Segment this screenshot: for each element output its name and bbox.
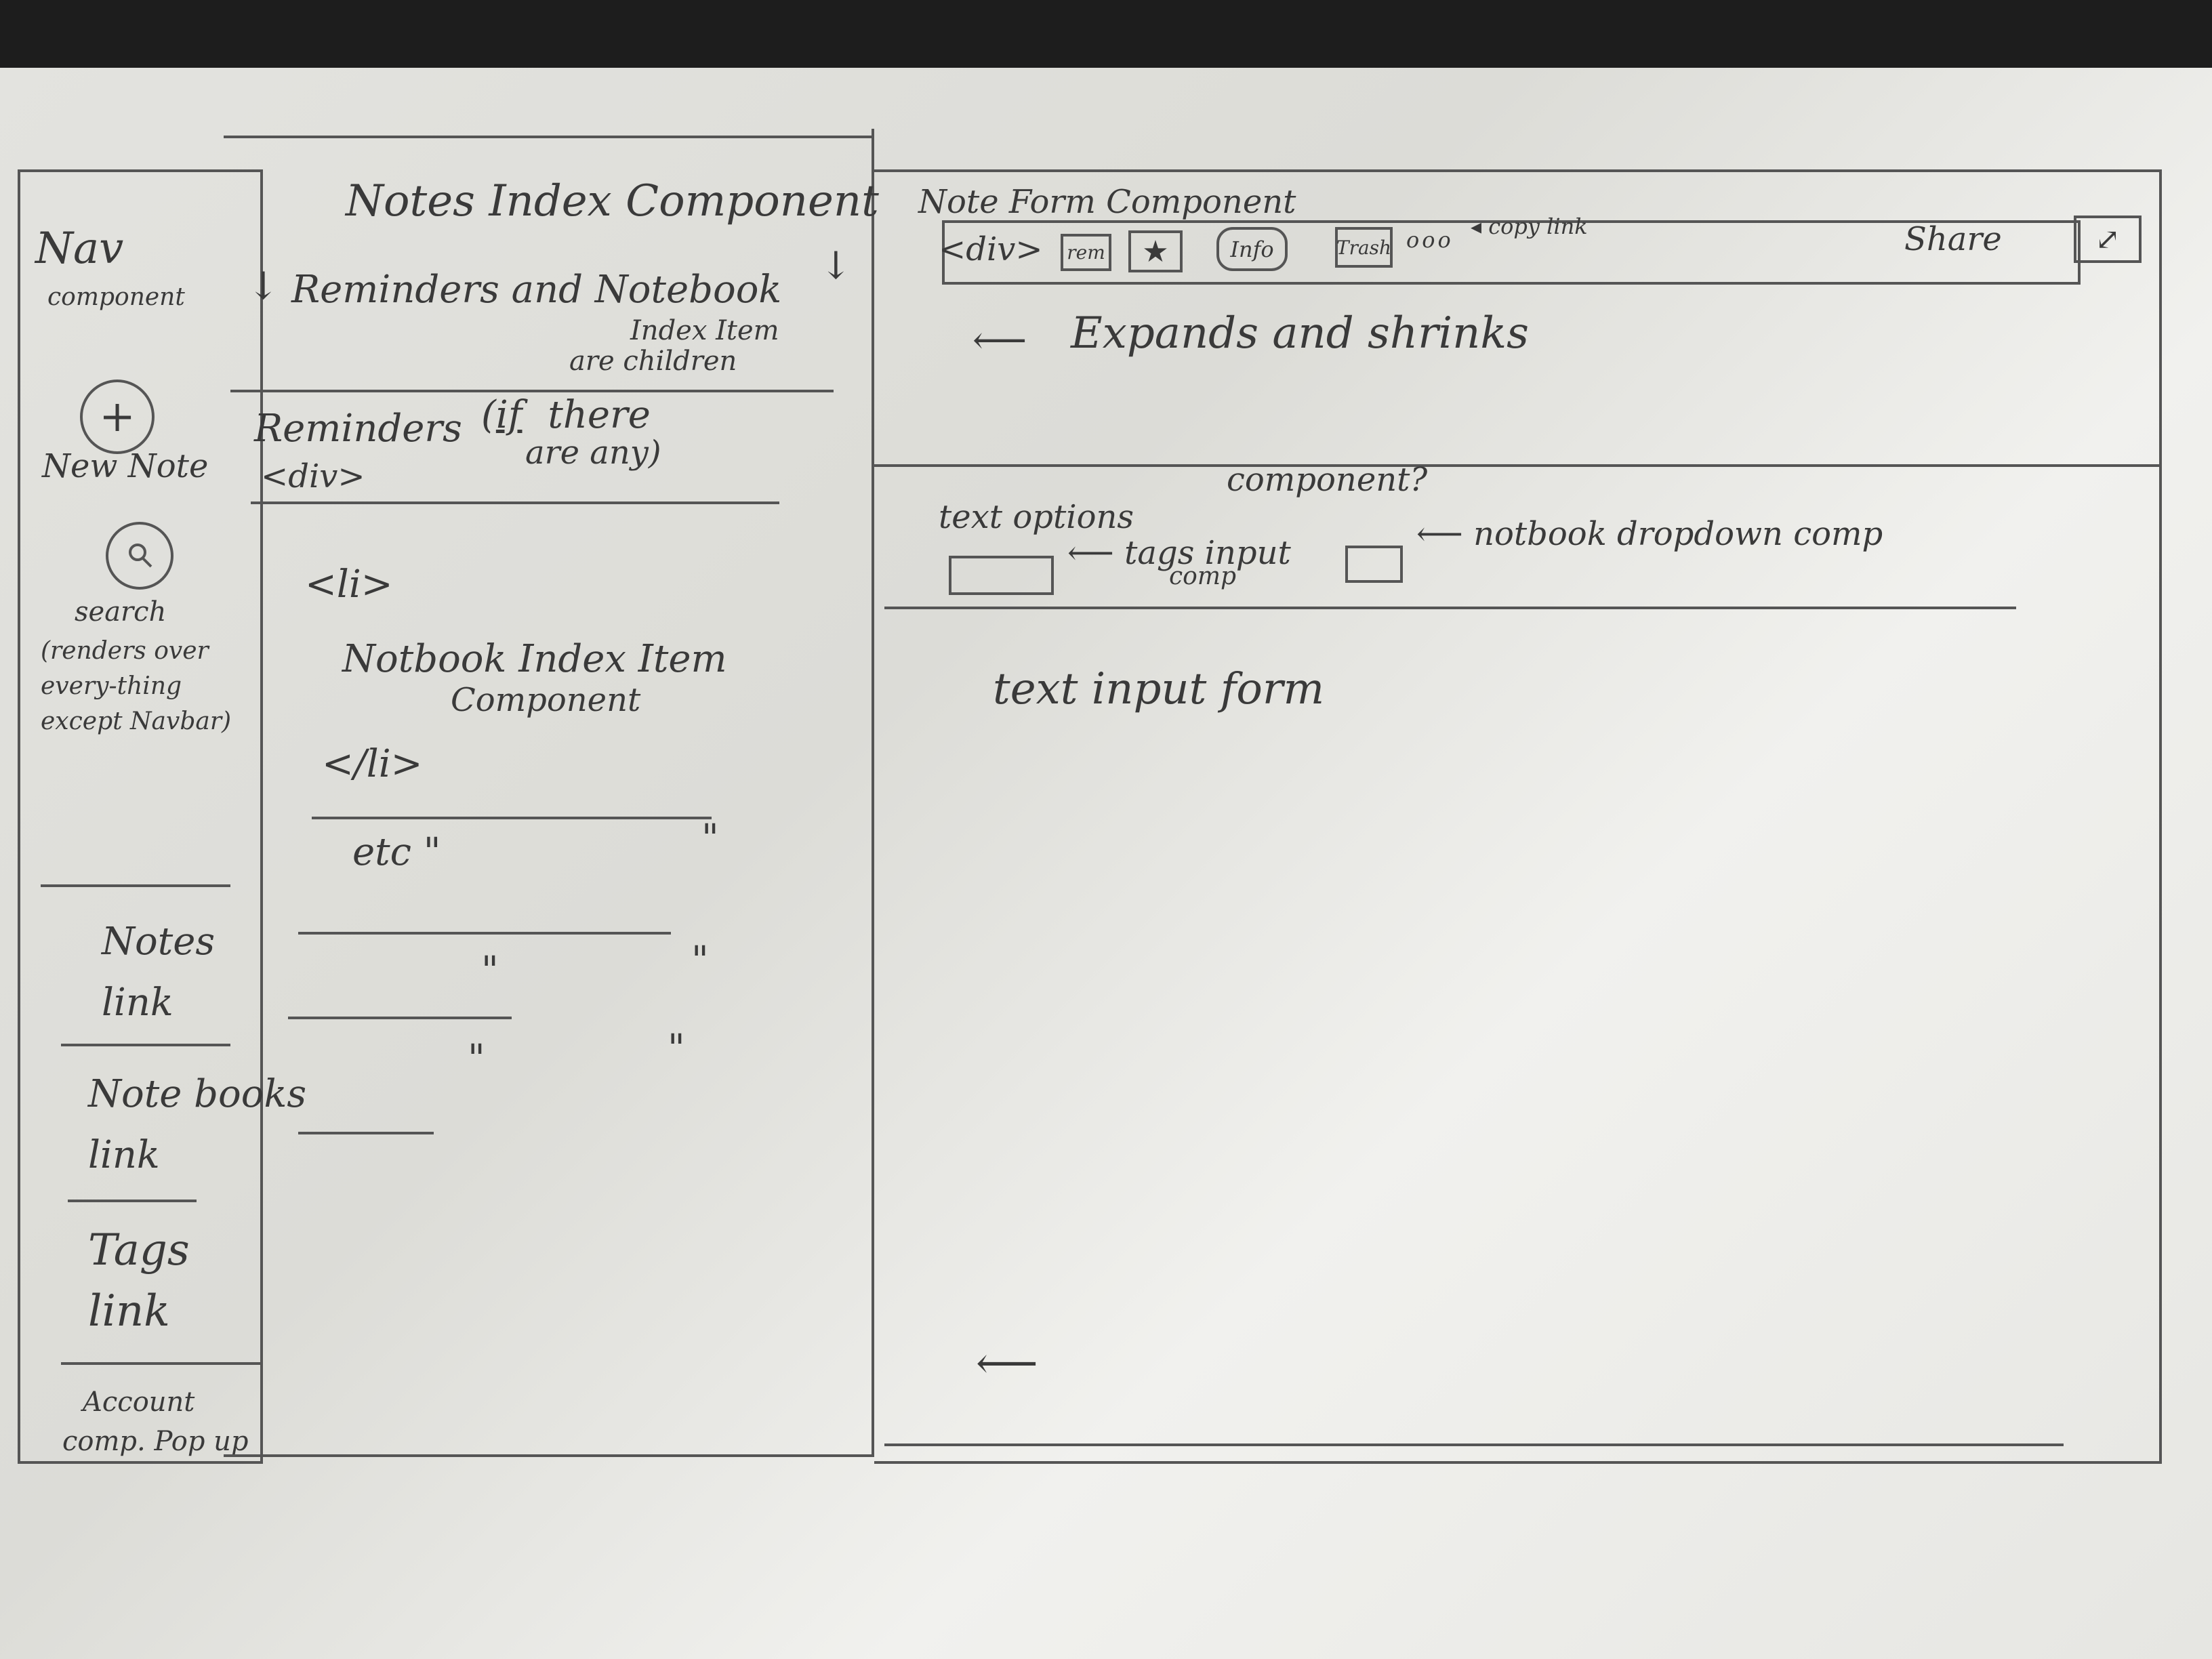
reminders-divider (251, 501, 779, 504)
notes-link-label: Notes (102, 920, 216, 964)
copy-link-button[interactable]: ◂ copy link (1471, 213, 1588, 239)
plus-icon: + (99, 392, 136, 442)
reminders-note-if: if (495, 393, 523, 437)
notebooks-link[interactable]: Note books link (88, 1064, 306, 1186)
list-divider (298, 932, 671, 935)
ditto-mark: " (691, 939, 709, 983)
magnifier-icon (129, 544, 152, 568)
share-button[interactable]: Share (1904, 220, 2002, 258)
div-tag: <div> (939, 230, 1043, 268)
index-subtitle: Reminders and Notebook (291, 268, 782, 312)
note-form-component (874, 169, 2162, 1464)
form-bottom-border (884, 1443, 2064, 1446)
reminders-note-line2: are any) (525, 434, 661, 472)
li-close-tag: </li> (322, 742, 423, 786)
index-subtitle-3: are children (569, 346, 737, 377)
search-label[interactable]: search (75, 596, 167, 628)
form-title: Note Form Component (918, 183, 1296, 221)
nav-title: Nav (35, 224, 124, 274)
notebook-dropdown-label: ⟵ notbook dropdown comp (1416, 515, 1883, 553)
account-sub: comp. Pop up (62, 1426, 249, 1457)
nav-component (18, 169, 263, 1464)
reminders-note-rest: there (548, 393, 651, 437)
down-arrow-right-icon: ↓ (820, 244, 852, 288)
reminders-label: Reminders (254, 407, 462, 451)
tags-link[interactable]: Tags link (88, 1220, 190, 1342)
notebook-dropdown-text: notbook dropdown comp (1473, 515, 1883, 553)
search-icon[interactable] (106, 522, 173, 590)
notes-index-component (224, 129, 874, 1457)
tags-link-sub: link (88, 1286, 170, 1336)
list-divider (288, 1017, 512, 1019)
new-note-button[interactable]: New Note (42, 447, 209, 485)
notebook-dropdown[interactable] (1345, 546, 1403, 583)
tags-input-label: ⟵ tags input (1067, 534, 1291, 572)
text-options-label: text options (939, 498, 1134, 536)
left-arrow-small-icon: ⟵ (1416, 515, 1463, 553)
notebooks-link-sub: link (88, 1133, 160, 1177)
notes-link-sub: link (102, 981, 173, 1025)
nav-subtitle: component (47, 283, 185, 311)
index-top-border (224, 136, 874, 138)
nav-divider (61, 1044, 230, 1046)
expand-button[interactable]: ⤢ (2074, 216, 2142, 263)
account-popup[interactable]: Account comp. Pop up (62, 1382, 249, 1461)
nav-divider (68, 1200, 197, 1202)
link-arrow-icon: ◂ (1471, 213, 1482, 239)
expand-shrink-icon: ⤢ (2095, 222, 2121, 257)
ditto-mark: " (481, 949, 499, 993)
text-options-divider (884, 607, 2016, 609)
reminders-div: <div> (261, 457, 365, 495)
ditto-mark: " (468, 1037, 485, 1081)
down-arrow-left-icon: ↓ (247, 264, 279, 308)
tags-input[interactable] (949, 556, 1054, 595)
notes-link[interactable]: Notes link (102, 912, 215, 1033)
new-note-icon[interactable]: + (80, 380, 155, 454)
form-header-divider (874, 464, 2162, 467)
tags-input-comp: comp (1169, 562, 1237, 590)
copy-link-label: copy link (1488, 213, 1588, 239)
notebook-index-item-sub: Component (451, 681, 641, 719)
notebooks-link-label: Note books (88, 1072, 307, 1116)
star-button[interactable]: ★ (1128, 230, 1183, 272)
nav-divider (61, 1362, 263, 1365)
form-toolbar (942, 220, 2081, 285)
notebook-index-item[interactable]: Notbook Index Item (342, 637, 727, 681)
trash-button[interactable]: Trash (1335, 227, 1393, 268)
reminders-note-prefix: ( (481, 393, 496, 437)
index-subtitle-2: Index Item (630, 315, 779, 346)
search-note: (renders over every-thing except Navbar) (41, 637, 232, 735)
index-title: Notes Index Component (346, 176, 879, 226)
account-label: Account (83, 1387, 195, 1418)
ditto-mark: " (701, 817, 719, 861)
index-header-divider (230, 390, 834, 392)
left-arrow-icon: ⟵ (972, 319, 1027, 363)
left-arrow-bottom-icon: ⟵ (976, 1338, 1038, 1389)
tags-input-text: tags input (1124, 534, 1291, 572)
tags-link-label: Tags (88, 1225, 190, 1275)
text-input-form[interactable]: text input form (993, 664, 1325, 714)
paper-sheet (0, 68, 2212, 1659)
info-button[interactable]: Info (1216, 227, 1288, 271)
ditto-mark: " (668, 1027, 685, 1071)
reminders-note: (if there (481, 393, 651, 437)
etc-list-item[interactable]: etc " (352, 830, 441, 874)
list-divider (298, 1132, 434, 1134)
more-options-icon[interactable]: ooo (1406, 227, 1454, 253)
rem-button[interactable]: rem (1061, 234, 1111, 271)
nav-divider (41, 884, 230, 887)
form-top-border (874, 169, 2162, 172)
list-divider (312, 817, 712, 819)
star-icon: ★ (1142, 234, 1169, 269)
left-arrow-small-icon: ⟵ (1067, 534, 1114, 572)
li-open-tag: <li> (305, 562, 393, 607)
expands-note: Expands and shrinks (1071, 308, 1529, 359)
component-question: component? (1227, 461, 1428, 499)
